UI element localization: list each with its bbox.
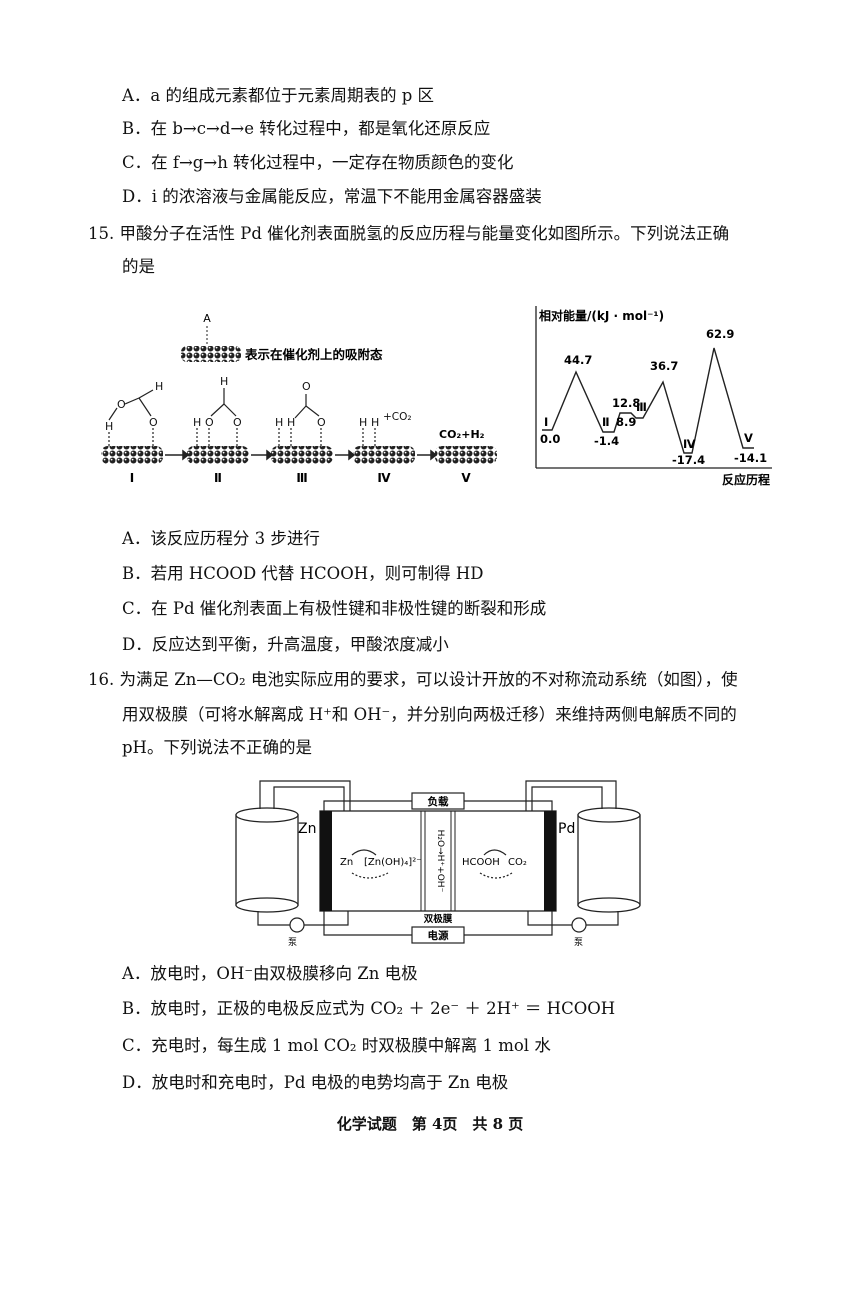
left-species-zn: Zn [340, 857, 353, 868]
catalyst-surface-5 [435, 446, 497, 464]
stage5-products-label: CO₂+H₂ [439, 428, 485, 441]
q15-stem-line2: 的是 [122, 257, 155, 276]
pump-left [289, 917, 305, 933]
q14-option-c: C．在 f→g→h 转化过程中，一定存在物质颜色的变化 [122, 153, 514, 172]
state-value-3: 8.9 [616, 415, 636, 429]
atom-h-7: H [359, 416, 367, 429]
q16-option-d: D．放电时和充电时，Pd 电极的电势均高于 Zn 电极 [122, 1073, 509, 1092]
state-label-5: V [744, 431, 753, 445]
q16-stem-line3: pH。下列说法不正确的是 [122, 738, 312, 757]
energy-xlabel: 反应历程 [722, 472, 770, 487]
right-species-co2: CO₂ [508, 857, 527, 868]
state-label-2: Ⅱ [602, 415, 610, 429]
q16-battery-diagram: 负载 电源 H₂O→H⁺+OH⁻ 双极膜 Zn Pd Zn [Zn(OH)₄]²… [235, 780, 641, 948]
state-value-4: -17.4 [672, 453, 705, 467]
catalyst-surface-2 [187, 446, 249, 464]
load-label: 负载 [428, 795, 449, 808]
left-species-zincate: [Zn(OH)₄]²⁻ [364, 857, 421, 868]
ts-value-2: 12.8 [612, 396, 640, 410]
q16-option-c: C．充电时，每生成 1 mol CO₂ 时双极膜中解离 1 mol 水 [122, 1036, 551, 1055]
cell-body [319, 810, 557, 912]
state-label-4: Ⅳ [683, 437, 696, 451]
pump-left-label: 泵 [288, 937, 297, 948]
q14-option-b: B．在 b→c→d→e 转化过程中，都是氧化还原反应 [122, 119, 491, 138]
right-tank [577, 807, 641, 913]
atom-o-1: O [117, 398, 126, 411]
membrane-label: 双极膜 [423, 913, 453, 925]
load-box [411, 792, 465, 810]
atom-o-4: O [233, 416, 242, 429]
q14-option-d: D．i 的浓溶液与金属能反应，常温下不能用金属容器盛装 [122, 187, 542, 206]
q15-option-b: B．若用 HCOOD 代替 HCOOH，则可制得 HD [122, 564, 484, 583]
pd-electrode [544, 811, 556, 911]
stage-label-5: V [461, 471, 471, 485]
stage-label-3: Ⅲ [296, 471, 307, 485]
power-box [411, 926, 465, 944]
page-footer: 化学试题 第 4页 共 8 页 [336, 1115, 524, 1133]
catalyst-surface-1 [101, 446, 163, 464]
atom-h-2: H [155, 380, 163, 393]
atom-h-6: H [287, 416, 295, 429]
left-tank [235, 807, 299, 913]
atom-h-1: H [105, 420, 113, 433]
q15-stem-line1: 15. 甲酸分子在活性 Pd 催化剂表面脱氢的反应历程与能量变化如图所示。下列说… [88, 224, 730, 243]
zn-label: Zn [298, 821, 316, 837]
energy-ylabel: 相对能量/(kJ · mol⁻¹) [539, 308, 664, 323]
state-value-2: -1.4 [594, 434, 619, 448]
q16-option-a: A．放电时，OH⁻由双极膜移向 Zn 电极 [122, 964, 418, 983]
atom-o-3: O [205, 416, 214, 429]
membrane-reaction: H₂O→H⁺+OH⁻ [435, 830, 445, 893]
q16-option-b: B．放电时，正极的电极反应式为 CO₂ ＋ 2e⁻ ＋ 2H⁺ ＝ HCOOH [122, 999, 616, 1018]
ts-value-1: 44.7 [564, 353, 592, 367]
q16-stem-line1: 16. 为满足 Zn—CO₂ 电池实际应用的要求，可以设计开放的不对称流动系统（… [88, 670, 738, 689]
q14-option-a: A．a 的组成元素都位于元素周期表的 p 区 [122, 86, 435, 105]
zn-electrode [320, 811, 332, 911]
stage-label-2: Ⅱ [214, 471, 222, 485]
q15-option-a: A．该反应历程分 3 步进行 [122, 529, 320, 548]
catalyst-surface-3 [271, 446, 333, 464]
q16-stem-line2: 用双极膜（可将水解离成 H⁺和 OH⁻，并分别向两极迁移）来维持两侧电解质不同的 [122, 705, 737, 724]
atom-h-5: H [275, 416, 283, 429]
q15-mechanism-diagram: A 表示在催化剂上的吸附态 H O H O H H O O [101, 312, 497, 485]
atom-o-6: O [317, 416, 326, 429]
atom-o-5: O [302, 380, 311, 393]
ts-value-4: 62.9 [706, 327, 734, 341]
stage4-co2-label: +CO₂ [383, 411, 412, 423]
atom-o-2: O [149, 416, 158, 429]
q15-energy-profile: 相对能量/(kJ · mol⁻¹) 反应历程 I 0.0 44.7 Ⅱ -1.4… [535, 306, 772, 487]
state-label-3: Ⅲ [636, 400, 647, 414]
pump-right-label: 泵 [574, 937, 583, 948]
legend-text: 表示在催化剂上的吸附态 [244, 347, 383, 362]
right-species-hcooh: HCOOH [462, 857, 500, 868]
pump-right [571, 917, 587, 933]
atom-h-3: H [220, 375, 228, 388]
legend-marker: A [203, 312, 211, 325]
state-label-1: I [544, 415, 548, 429]
atom-h-4: H [193, 416, 201, 429]
pd-label: Pd [558, 821, 575, 837]
q15-option-d: D．反应达到平衡，升高温度，甲酸浓度减小 [122, 635, 449, 654]
q15-option-c: C．在 Pd 催化剂表面上有极性键和非极性键的断裂和形成 [122, 599, 547, 618]
catalyst-surface-4 [353, 446, 415, 464]
atom-h-8: H [371, 416, 379, 429]
energy-profile-line [542, 347, 754, 454]
stage-label-1: I [130, 471, 134, 485]
stage-label-4: Ⅳ [377, 471, 391, 485]
state-value-1: 0.0 [540, 432, 560, 446]
state-value-5: -14.1 [734, 451, 767, 465]
legend-catalyst-surface [181, 346, 241, 362]
power-label: 电源 [428, 929, 449, 942]
ts-value-3: 36.7 [650, 359, 678, 373]
